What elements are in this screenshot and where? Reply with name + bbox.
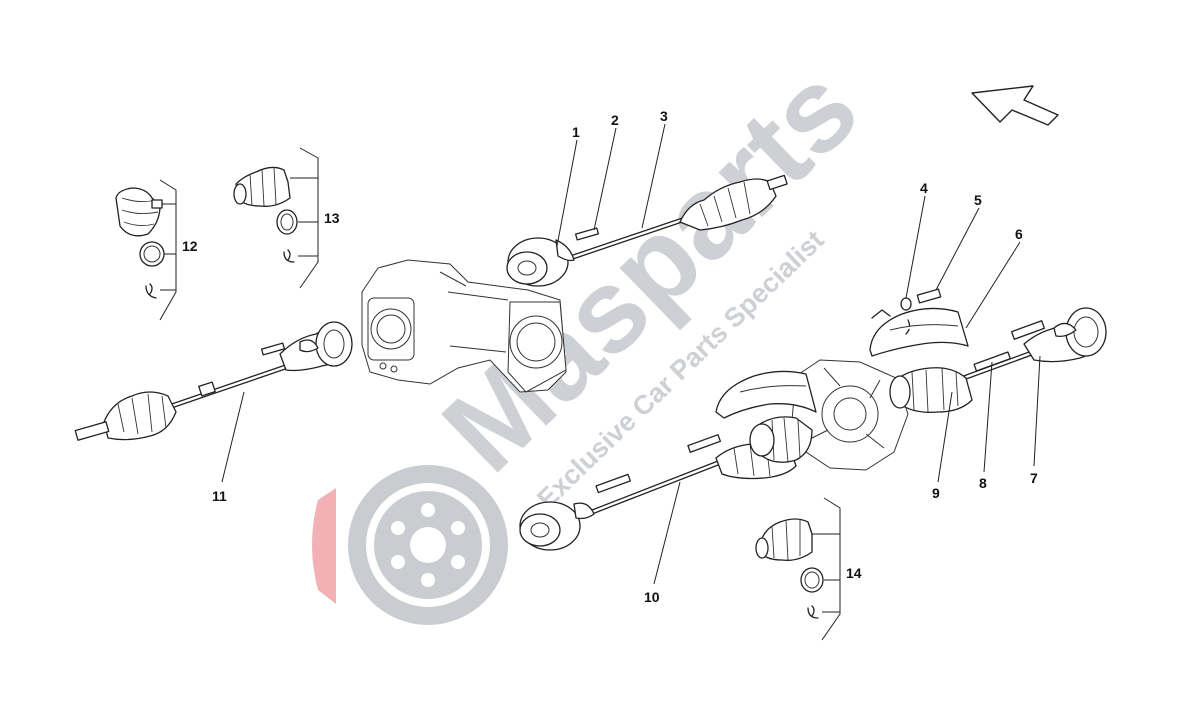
- callout-5: 5: [974, 192, 982, 208]
- callout-11: 11: [212, 488, 227, 504]
- brake-disc-icon: [312, 465, 508, 625]
- callout-12: 12: [182, 238, 198, 254]
- heat-shield-upper: [869, 307, 969, 357]
- leader-lines: [221, 123, 1041, 585]
- bolt-part-5: [916, 288, 942, 304]
- callout-4: 4: [920, 180, 928, 196]
- callout-7: 7: [1030, 470, 1038, 486]
- boot-kit-14: [755, 497, 841, 641]
- callout-6: 6: [1015, 226, 1023, 242]
- driveshaft-right: [889, 307, 1107, 413]
- boot-kit-13: [233, 147, 319, 289]
- direction-arrow-icon: [971, 85, 1059, 126]
- callouts: 1 2 3 4 5 6 7 8 9 10 11 12 13 14: [182, 108, 1038, 605]
- transaxle-housing: [361, 259, 567, 393]
- callout-1: 1: [572, 124, 580, 140]
- driveshaft-upper: [506, 174, 788, 287]
- differential-assembly: [749, 359, 909, 471]
- bolt-part-2: [574, 227, 600, 241]
- callout-10: 10: [644, 589, 660, 605]
- callout-9: 9: [932, 485, 940, 501]
- driveshaft-left: [74, 321, 353, 441]
- callout-13: 13: [324, 210, 340, 226]
- callout-14: 14: [846, 565, 862, 581]
- callout-8: 8: [979, 475, 987, 491]
- washer-part-4: [900, 297, 912, 311]
- heat-shield-lower: [715, 370, 817, 419]
- callout-3: 3: [660, 108, 668, 124]
- callout-2: 2: [611, 112, 619, 128]
- boot-kit-12: [115, 179, 177, 321]
- bolt-part-8: [973, 351, 1011, 372]
- driveshaft-lower: [519, 434, 797, 551]
